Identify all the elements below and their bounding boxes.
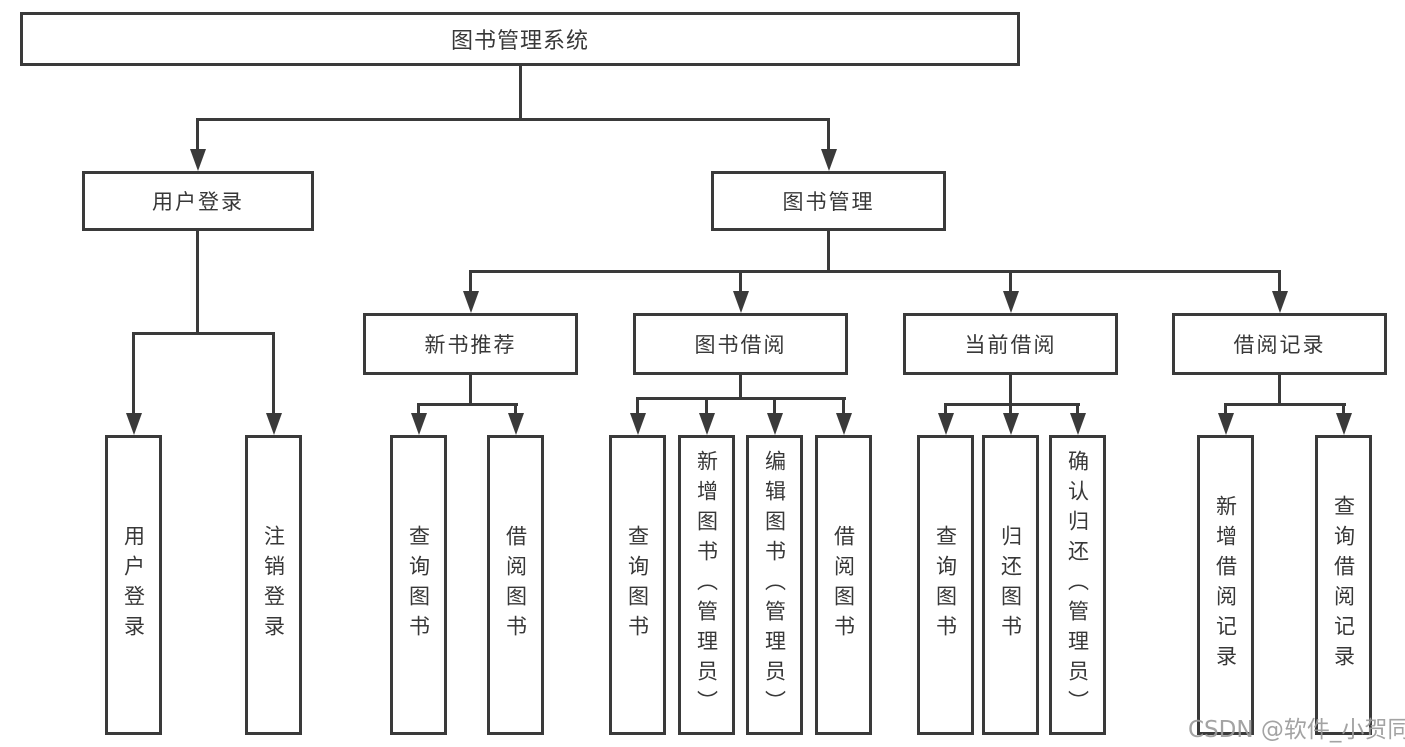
connector-v — [469, 270, 472, 294]
node-label: 新书推荐 — [424, 333, 517, 357]
node-label: 归还图书 — [998, 525, 1023, 645]
arrowhead-down-icon — [630, 413, 646, 435]
connector-h — [469, 270, 1281, 273]
node-label: 借阅记录 — [1233, 333, 1326, 357]
connector-v — [417, 403, 420, 416]
node-leaf-logout: 注销登录 — [245, 435, 302, 735]
node-borrow-records: 借阅记录 — [1172, 313, 1387, 375]
arrowhead-down-icon — [463, 291, 479, 313]
node-label: 编辑图书（管理员） — [762, 450, 787, 720]
connector-v — [944, 403, 947, 416]
node-root: 图书管理系统 — [20, 12, 1020, 66]
node-leaf-query-books-3: 查询图书 — [917, 435, 974, 735]
node-new-book-recommend: 新书推荐 — [363, 313, 578, 375]
connector-v — [1009, 270, 1012, 294]
arrowhead-down-icon — [836, 413, 852, 435]
node-label: 用户登录 — [121, 525, 146, 645]
connector-v — [1009, 373, 1012, 406]
node-leaf-confirm-return-admin: 确认归还（管理员） — [1049, 435, 1106, 735]
node-book-borrow: 图书借阅 — [633, 313, 848, 375]
node-leaf-borrow-books-1: 借阅图书 — [487, 435, 544, 735]
arrowhead-down-icon — [1336, 413, 1352, 435]
connector-h — [1224, 403, 1346, 406]
node-book-management: 图书管理 — [711, 171, 946, 231]
connector-h — [196, 118, 830, 121]
connector-h — [132, 332, 275, 335]
node-user-login: 用户登录 — [82, 171, 314, 231]
node-label: 确认归还（管理员） — [1065, 450, 1090, 720]
connector-v — [1278, 270, 1281, 294]
connector-v — [739, 270, 742, 294]
connector-v — [1278, 373, 1281, 406]
node-label: 借阅图书 — [503, 525, 528, 645]
node-current-borrow: 当前借阅 — [903, 313, 1118, 375]
connector-v — [1342, 403, 1345, 416]
connector-v — [827, 118, 830, 154]
node-label: 查询图书 — [625, 525, 650, 645]
watermark: CSDN @软件_小贺同学 — [1188, 717, 1405, 743]
node-label: 注销登录 — [261, 525, 286, 645]
connector-v — [1009, 403, 1012, 416]
arrowhead-down-icon — [411, 413, 427, 435]
node-leaf-return-books: 归还图书 — [982, 435, 1039, 735]
connector-v — [196, 229, 199, 335]
arrowhead-down-icon — [699, 413, 715, 435]
arrowhead-down-icon — [126, 413, 142, 435]
node-leaf-edit-books-admin: 编辑图书（管理员） — [746, 435, 803, 735]
connector-v — [705, 397, 708, 416]
arrowhead-down-icon — [1003, 291, 1019, 313]
node-leaf-add-borrow-record: 新增借阅记录 — [1197, 435, 1254, 735]
arrowhead-down-icon — [733, 291, 749, 313]
arrowhead-down-icon — [821, 149, 837, 171]
node-label: 查询借阅记录 — [1331, 495, 1356, 675]
node-label: 借阅图书 — [831, 525, 856, 645]
arrowhead-down-icon — [1218, 413, 1234, 435]
node-leaf-query-books-1: 查询图书 — [390, 435, 447, 735]
node-label: 查询图书 — [406, 525, 431, 645]
node-label: 图书借阅 — [694, 333, 787, 357]
connector-v — [739, 373, 742, 400]
node-leaf-query-books-2: 查询图书 — [609, 435, 666, 735]
arrowhead-down-icon — [508, 413, 524, 435]
node-leaf-query-borrow-record: 查询借阅记录 — [1315, 435, 1372, 735]
connector-v — [827, 229, 830, 273]
connector-h — [417, 403, 518, 406]
node-label: 新增借阅记录 — [1213, 495, 1238, 675]
arrowhead-down-icon — [1070, 413, 1086, 435]
connector-v — [773, 397, 776, 416]
connector-v — [519, 64, 522, 120]
node-leaf-borrow-books-2: 借阅图书 — [815, 435, 872, 735]
connector-v — [636, 397, 639, 416]
node-root-label: 图书管理系统 — [450, 29, 589, 54]
node-leaf-user-login: 用户登录 — [105, 435, 162, 735]
arrowhead-down-icon — [1272, 291, 1288, 313]
connector-v — [1224, 403, 1227, 416]
arrowhead-down-icon — [190, 149, 206, 171]
node-label: 用户登录 — [152, 190, 244, 214]
connector-v — [272, 332, 275, 414]
connector-v — [842, 397, 845, 416]
connector-v — [1076, 403, 1079, 416]
arrowhead-down-icon — [266, 413, 282, 435]
connector-h — [944, 403, 1080, 406]
node-label: 查询图书 — [933, 525, 958, 645]
arrowhead-down-icon — [1003, 413, 1019, 435]
node-label: 新增图书（管理员） — [694, 450, 719, 720]
node-label: 图书管理 — [782, 190, 875, 214]
connector-h — [636, 397, 846, 400]
connector-v — [514, 403, 517, 416]
node-leaf-add-books-admin: 新增图书（管理员） — [678, 435, 735, 735]
arrowhead-down-icon — [767, 413, 783, 435]
node-label: 当前借阅 — [964, 333, 1057, 357]
connector-v — [196, 118, 199, 154]
connector-v — [469, 373, 472, 406]
arrowhead-down-icon — [938, 413, 954, 435]
connector-v — [132, 332, 135, 414]
